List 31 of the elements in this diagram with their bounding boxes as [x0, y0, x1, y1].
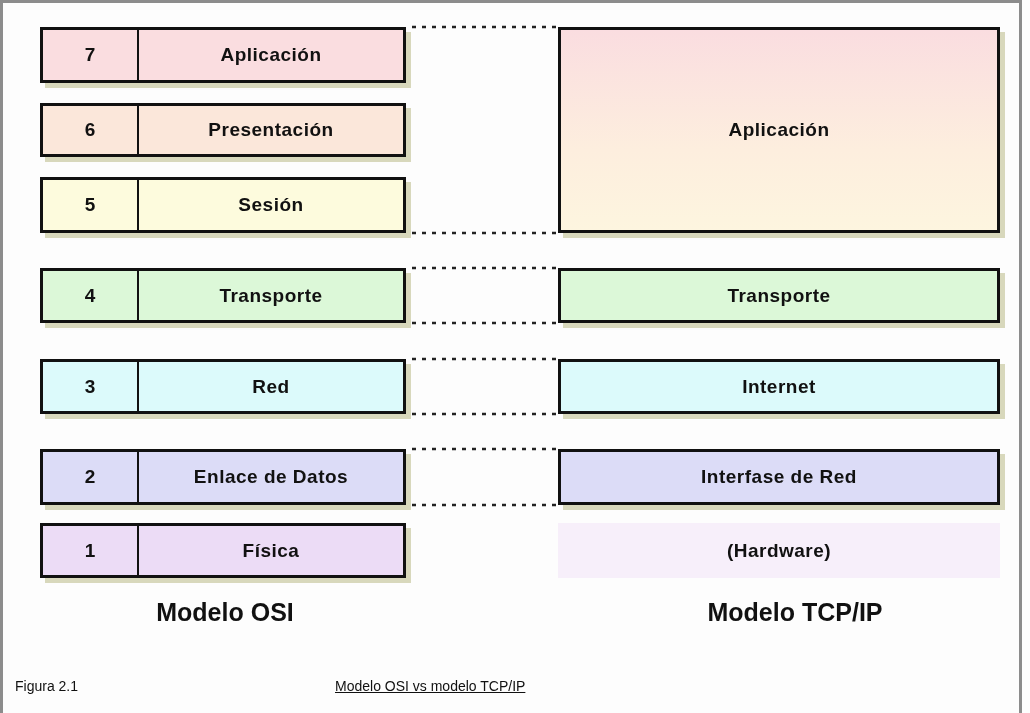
- model-heading: Modelo OSI: [156, 598, 294, 627]
- figure-caption: Modelo OSI vs modelo TCP/IP: [335, 678, 526, 694]
- layer-name: Transporte: [219, 284, 323, 307]
- layer-name: Interfase de Red: [701, 466, 857, 488]
- layer-name: Red: [252, 375, 290, 398]
- layer-number: 6: [84, 119, 96, 141]
- layer-number: 3: [84, 375, 96, 398]
- layer-name: Aplicación: [220, 44, 322, 66]
- layer-number: 2: [84, 466, 96, 488]
- layer-number: 1: [84, 539, 96, 562]
- dotted-connector: [412, 503, 558, 507]
- layer-name: (Hardware): [726, 539, 832, 562]
- layer-name: Sesión: [238, 194, 304, 216]
- layer-number: 7: [84, 44, 96, 66]
- layer-number: 5: [84, 194, 96, 216]
- layer-name: Internet: [742, 375, 816, 398]
- dotted-connector: [412, 357, 558, 361]
- dotted-connector: [412, 231, 558, 235]
- layer-name: Presentación: [208, 119, 334, 141]
- layer-name: Enlace de Datos: [193, 466, 349, 488]
- dotted-connector: [412, 412, 558, 416]
- layer-name: Transporte: [727, 284, 831, 307]
- dotted-connector: [412, 25, 558, 29]
- layer-name: Física: [242, 539, 300, 562]
- dotted-connector: [412, 266, 558, 270]
- layer-number: 4: [84, 284, 96, 307]
- dotted-connector: [412, 321, 558, 325]
- dotted-connector: [412, 447, 558, 451]
- figure-number: Figura 2.1: [15, 678, 79, 694]
- layer-name: Aplicación: [728, 119, 830, 141]
- model-heading: Modelo TCP/IP: [707, 598, 883, 627]
